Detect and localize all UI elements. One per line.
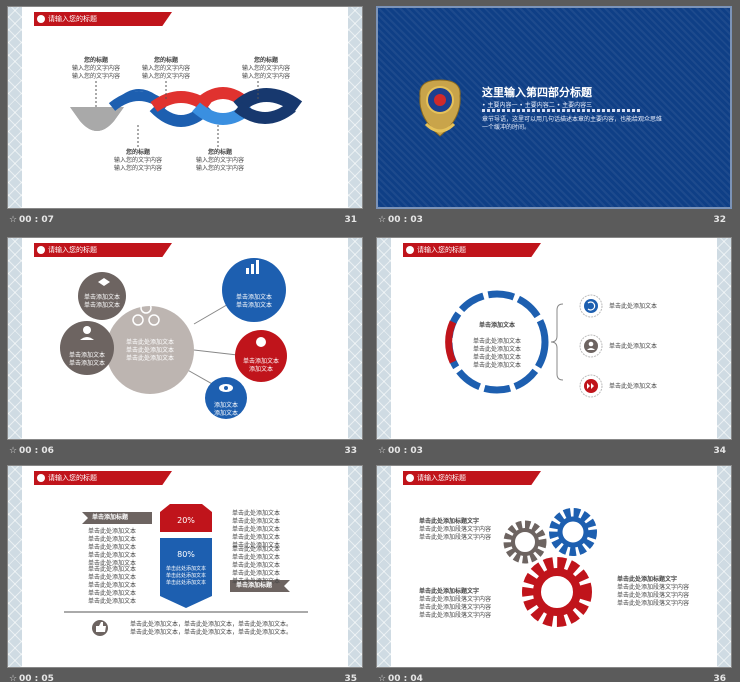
star-icon[interactable]: ☆ <box>378 446 387 456</box>
star-icon[interactable]: ☆ <box>9 215 18 225</box>
list-item: 单击此处添加文本 <box>609 303 658 310</box>
center-bubble-text: 单击此处添加文本单击此处添加文本单击此处添加文本 <box>125 339 174 362</box>
ring-body: 单击此处添加文本单击此处添加文本单击此处添加文本单击此处添加文本 <box>472 338 521 369</box>
gears-graphic <box>503 508 597 627</box>
star-icon[interactable]: ☆ <box>9 446 18 456</box>
slide-number: 31 <box>344 215 357 225</box>
thumbnail-info-bar: ☆ 00 : 04 36 <box>376 670 732 682</box>
slide-timing: 00 : 05 <box>19 674 54 682</box>
slide-number: 36 <box>713 674 726 682</box>
slide-thumbnail-34[interactable]: 请输入您的标题 单击添加文本 单击此处添加文本单击此处添加文本单击此处添加文本单… <box>376 237 732 464</box>
segmented-ring-diagram <box>445 290 603 398</box>
slide-31-canvas: 请输入您的标题 您的标题 输入您的文字内容 输入您的文字内容 您的标题 输入您的 <box>7 6 363 209</box>
slide-33-canvas: 请输入您的标题 单击此处添加文本单击此处添加文本单击此处添加文本 <box>7 237 363 440</box>
grey-bubble-top-text: 单击添加文本单击添加文本 <box>83 294 120 309</box>
slide-timing: 00 : 03 <box>388 446 423 456</box>
police-badge-icon <box>419 79 461 137</box>
slide-number: 34 <box>713 446 726 456</box>
right-text-block-b: 单击此处添加文本单击此处添加文本单击此处添加文本单击此处添加文本单击此处添加文本 <box>232 546 281 585</box>
star-icon[interactable]: ☆ <box>9 674 18 682</box>
bottom-label-2: 您的标题 输入您的文字内容 输入您的文字内容 <box>195 149 244 172</box>
slide-32-canvas: 这里输入第四部分标题 • 主要内容一 • 主要内容二 • 主要内容三 章节导语，… <box>376 6 732 209</box>
slide-number: 35 <box>344 674 357 682</box>
red-gear-icon <box>522 557 592 627</box>
star-icon[interactable]: ☆ <box>378 674 387 682</box>
blue-gear-icon <box>549 508 597 556</box>
blue-bubble-text: 单击添加文本单击添加文本 <box>235 294 272 309</box>
slide-36-canvas: 请输入您的标题 单击此处添加标题文字单击此处添加段落文字内容单击此处添加段落文字… <box>376 465 732 668</box>
slide-title-tab: 请输入您的标题 <box>403 471 541 485</box>
small-blue-bubble-text: 添加文本添加文本 <box>213 402 238 417</box>
star-icon[interactable]: ☆ <box>378 215 387 225</box>
right-title-tag: 单击添加标题 <box>236 582 273 589</box>
slide-thumbnail-32[interactable]: 这里输入第四部分标题 • 主要内容一 • 主要内容二 • 主要内容三 章节导语，… <box>376 6 732 233</box>
footer-text: 单击此处添加文本，单击此处添加文本，单击此处添加文本。单击此处添加文本，单击此处… <box>130 621 293 636</box>
right-text-block-a: 单击此处添加文本单击此处添加文本单击此处添加文本单击此处添加文本单击此处添加文本 <box>232 510 281 549</box>
slide-35-canvas: 请输入您的标题 单击添加标题 单击此处添加文本单击此处添加文本单击此处添加文本单… <box>7 465 363 668</box>
list-item: 单击此处添加文本 <box>609 383 658 390</box>
top-label-1: 您的标题 输入您的文字内容 输入您的文字内容 <box>71 57 120 80</box>
ring-title: 单击添加文本 <box>478 322 515 329</box>
percent-comparison-graphic <box>64 504 308 636</box>
section-bullets: • 主要内容一 • 主要内容二 • 主要内容三 <box>482 102 593 109</box>
top-label-3: 您的标题 输入您的文字内容 输入您的文字内容 <box>241 57 290 80</box>
grey-bubble-bottom-text: 单击添加文本单击添加文本 <box>68 352 105 367</box>
slide-timing: 00 : 06 <box>19 446 54 456</box>
slide-title-tab: 请输入您的标题 <box>34 12 172 26</box>
slide-thumbnail-33[interactable]: 请输入您的标题 单击此处添加文本单击此处添加文本单击此处添加文本 <box>7 237 363 464</box>
left-text-block-a: 单击此处添加文本单击此处添加文本单击此处添加文本单击此处添加文本单击此处添加文本 <box>88 528 137 567</box>
red-bubble-text: 单击添加文本添加文本 <box>242 358 279 373</box>
wave-arc-graphic <box>70 81 303 149</box>
slide-thumbnail-35[interactable]: 请输入您的标题 单击添加标题 单击此处添加文本单击此处添加文本单击此处添加文本单… <box>7 465 363 682</box>
bubble-diagram <box>60 258 287 419</box>
left-title-tag: 单击添加标题 <box>92 514 129 521</box>
red-percent: 20% <box>177 516 195 525</box>
slide-thumbnail-36[interactable]: 请输入您的标题 单击此处添加标题文字单击此处添加段落文字内容单击此处添加段落文字… <box>376 465 732 682</box>
blue-percent: 80% <box>177 550 195 559</box>
slide-timing: 00 : 07 <box>19 215 54 225</box>
slide-title-tab: 请输入您的标题 <box>34 471 172 485</box>
thumbnail-info-bar: ☆ 00 : 07 31 <box>7 211 363 231</box>
text-block-bottom-right: 单击此处添加标题文字单击此处添加段落文字内容单击此处添加段落文字内容单击此处添加… <box>617 576 690 607</box>
slide-timing: 00 : 04 <box>388 674 423 682</box>
bottom-label-1: 您的标题 输入您的文字内容 输入您的文字内容 <box>113 149 162 172</box>
section-heading: 这里输入第四部分标题 <box>482 86 592 99</box>
divider <box>482 109 642 112</box>
list-item: 单击此处添加文本 <box>609 343 658 350</box>
slide-thumbnail-31[interactable]: 请输入您的标题 您的标题 输入您的文字内容 输入您的文字内容 您的标题 输入您的 <box>7 6 363 233</box>
top-label-2: 您的标题 输入您的文字内容 输入您的文字内容 <box>141 57 190 80</box>
slide-number: 32 <box>713 215 726 225</box>
slide-timing: 00 : 03 <box>388 215 423 225</box>
blue-box-text: 单击此处添加文本单击此处添加文本单击此处添加文本 <box>165 566 206 586</box>
slide-title-tab: 请输入您的标题 <box>34 243 172 257</box>
section-intro: 章节导语，这里可以用几句话描述本章的主要内容，也能给观众思维 一个缓冲的时间。 <box>482 116 663 131</box>
left-text-block-b: 单击此处添加文本单击此处添加文本单击此处添加文本单击此处添加文本单击此处添加文本 <box>88 566 137 605</box>
thumbnail-info-bar: ☆ 00 : 03 32 <box>376 211 732 231</box>
slide-number: 33 <box>344 446 357 456</box>
grey-gear-icon <box>503 520 547 564</box>
slide-34-canvas: 请输入您的标题 单击添加文本 单击此处添加文本单击此处添加文本单击此处添加文本单… <box>376 237 732 440</box>
thumbnail-info-bar: ☆ 00 : 05 35 <box>7 670 363 682</box>
thumbnail-info-bar: ☆ 00 : 03 34 <box>376 442 732 462</box>
text-block-top-left: 单击此处添加标题文字单击此处添加段落文字内容单击此处添加段落文字内容 <box>419 518 492 541</box>
thumbnail-info-bar: ☆ 00 : 06 33 <box>7 442 363 462</box>
slide-title-tab: 请输入您的标题 <box>403 243 541 257</box>
text-block-bottom-left: 单击此处添加标题文字单击此处添加段落文字内容单击此处添加段落文字内容单击此处添加… <box>419 588 492 619</box>
